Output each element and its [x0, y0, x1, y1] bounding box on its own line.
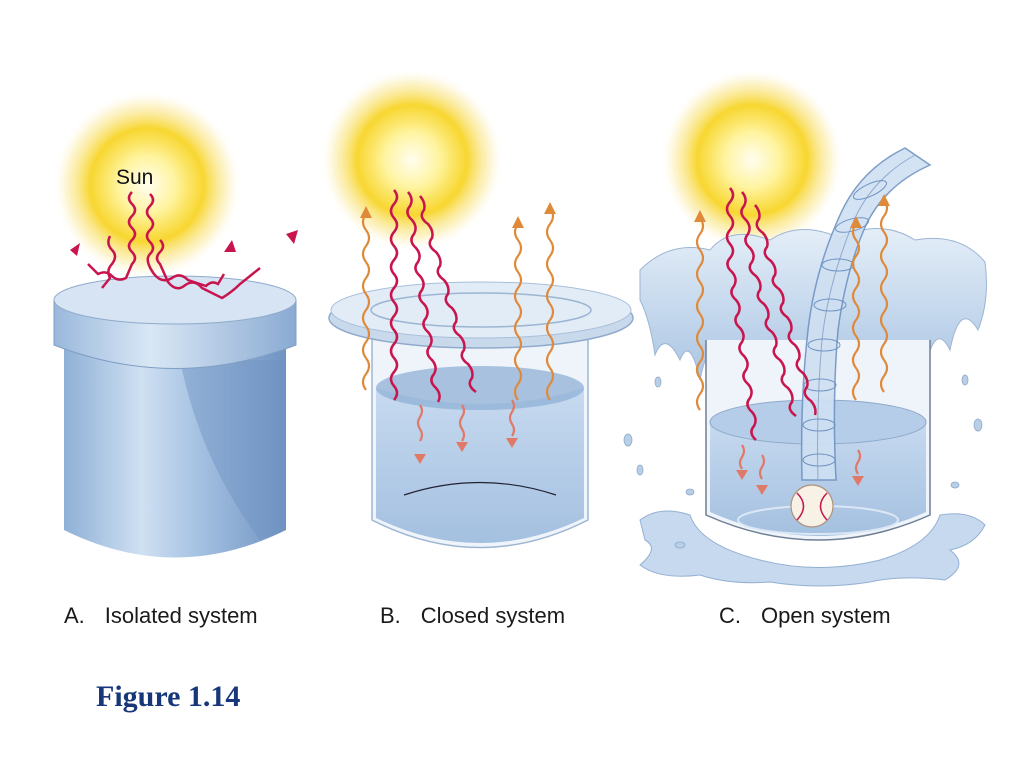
ray-outgoing	[545, 207, 555, 401]
water-droplets	[623, 374, 983, 549]
ray-incoming	[419, 195, 477, 394]
sun-label: Sun	[116, 166, 153, 189]
closed-water-surface	[376, 366, 584, 410]
caption-letter: A.	[64, 603, 85, 628]
caption-open-system: C. Open system	[719, 603, 891, 629]
ball-seam	[819, 492, 828, 521]
closed-water	[376, 388, 584, 543]
caption-letter: B.	[380, 603, 401, 628]
sun-glow-b	[320, 68, 504, 252]
ray-transmitted	[508, 399, 516, 437]
droplet	[685, 488, 695, 496]
ray-transmitted	[416, 404, 424, 442]
ray-transmitted	[738, 444, 746, 470]
ray-transmitted	[458, 404, 466, 442]
caption-letter: C.	[719, 603, 741, 628]
ray-incoming	[725, 187, 757, 441]
ray-reflected	[145, 193, 226, 288]
ray-incoming	[406, 191, 441, 403]
droplet	[674, 541, 686, 549]
beaker-bottom-line	[403, 481, 557, 496]
ray-transmitted	[758, 454, 766, 480]
ray-outgoing	[879, 199, 889, 393]
arrowhead	[878, 194, 890, 206]
water-puddle	[639, 510, 986, 587]
sun-glow-c	[660, 68, 844, 252]
closed-lid-top	[330, 281, 632, 339]
droplet	[950, 481, 960, 489]
hose-ring	[813, 298, 847, 312]
droplet	[623, 433, 633, 447]
arrowhead	[736, 470, 748, 480]
hose-ring	[802, 418, 836, 432]
droplet	[961, 374, 969, 386]
droplet	[973, 418, 983, 432]
arrowhead	[286, 230, 298, 244]
arrowhead	[756, 485, 768, 495]
arrowhead	[852, 476, 864, 486]
ray-outgoing	[695, 217, 705, 411]
arrowhead	[224, 240, 236, 252]
sun-glow-a	[52, 90, 242, 280]
ball	[790, 484, 834, 528]
isolated-container-body	[64, 345, 286, 558]
hose-ring	[802, 453, 836, 467]
arrowhead	[70, 243, 80, 256]
ray-reflected	[101, 235, 117, 289]
panel-c-open	[623, 68, 987, 587]
isolated-lid-top	[53, 275, 297, 325]
hose-ring	[807, 338, 841, 352]
ray-incoming	[389, 189, 399, 401]
arrowhead	[456, 442, 468, 452]
hose-ring	[852, 180, 888, 200]
container-highlight	[180, 360, 286, 540]
ray-transmitted	[854, 449, 862, 475]
arrowhead	[850, 216, 862, 228]
figure-label: Figure 1.14	[96, 680, 241, 713]
ray-reflected	[87, 191, 137, 281]
caption-label: Open system	[761, 603, 891, 628]
ray-incoming	[754, 204, 817, 416]
ray-outgoing	[513, 223, 523, 401]
caption-label: Isolated system	[104, 603, 258, 628]
arrowhead	[694, 210, 706, 222]
hose-ring	[803, 378, 837, 392]
arrowhead	[414, 454, 426, 464]
ray-outgoing	[361, 213, 371, 391]
caption-closed-system: B. Closed system	[380, 603, 565, 629]
ray-incoming	[740, 191, 797, 418]
droplet	[636, 464, 644, 476]
ray-outgoing	[851, 223, 861, 401]
lid-ring	[370, 292, 592, 328]
caption-label: Closed system	[420, 603, 566, 628]
panel-b-closed	[320, 68, 634, 549]
ray-reflected	[155, 239, 261, 300]
panel-a-isolated: Sun	[52, 90, 298, 558]
arrowhead	[512, 216, 524, 228]
caption-isolated-system: A. Isolated system	[64, 603, 258, 629]
ball-seam	[796, 492, 805, 521]
arrowhead	[360, 206, 372, 218]
droplet	[654, 376, 662, 388]
hose-stream-lines	[817, 154, 916, 481]
arrowhead	[506, 438, 518, 448]
arrowhead	[544, 202, 556, 214]
